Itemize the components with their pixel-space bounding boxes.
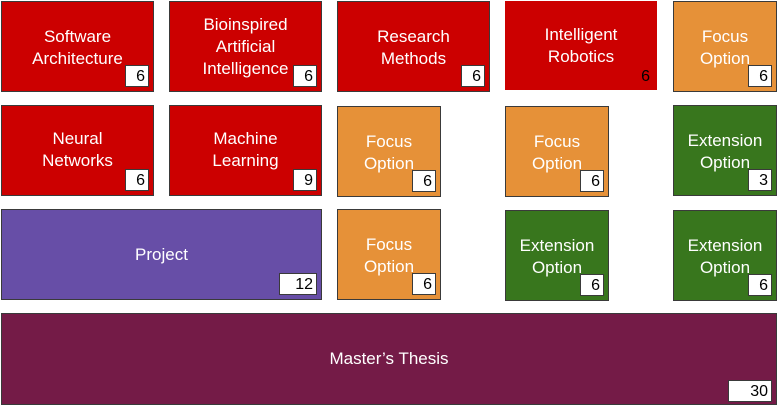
module-credits: 6 <box>580 170 604 192</box>
module-credits: 6 <box>412 273 436 295</box>
module-credits: 6 <box>412 170 436 192</box>
module-credits: 3 <box>748 169 772 191</box>
module-title: Extension Option <box>687 236 763 277</box>
module-intelligent-robotics: Intelligent Robotics 6 <box>505 1 657 90</box>
module-credits: 6 <box>580 274 604 296</box>
module-focus-option: Focus Option 6 <box>505 106 609 197</box>
module-credits: 9 <box>293 169 317 191</box>
module-masters-thesis: Master’s Thesis 30 <box>1 313 777 405</box>
module-credits: 6 <box>125 169 149 191</box>
module-machine-learning: Machine Learning 9 <box>169 105 322 196</box>
module-credits: 6 <box>461 65 485 87</box>
module-research-methods: Research Methods 6 <box>337 1 490 92</box>
module-title: Machine Learning <box>212 129 279 170</box>
module-title: Focus Option <box>363 235 415 276</box>
module-title: Bioinspired Artificial Intelligence <box>202 15 289 78</box>
module-credits: 6 <box>748 65 772 87</box>
module-focus-option: Focus Option 6 <box>337 209 441 300</box>
module-title: Master’s Thesis <box>329 349 449 368</box>
module-credits: 6 <box>125 65 149 87</box>
module-title: Focus Option <box>363 132 415 173</box>
module-title: Research Methods <box>377 27 450 68</box>
module-title: Intelligent Robotics <box>544 25 618 66</box>
module-title: Project <box>135 245 188 264</box>
module-focus-option: Focus Option 6 <box>337 106 441 197</box>
module-credits: 6 <box>641 68 650 85</box>
module-title: Software Architecture <box>32 27 123 68</box>
module-focus-option: Focus Option 6 <box>673 1 777 92</box>
module-neural-networks: Neural Networks 6 <box>1 105 154 196</box>
module-credits: 6 <box>748 274 772 296</box>
module-extension-option: Extension Option 6 <box>673 210 777 301</box>
module-credits: 30 <box>728 380 772 402</box>
module-software-architecture: Software Architecture 6 <box>1 1 154 92</box>
module-title: Focus Option <box>531 132 583 173</box>
module-extension-option: Extension Option 3 <box>673 105 777 196</box>
module-title: Extension Option <box>687 131 763 172</box>
module-bioinspired-ai: Bioinspired Artificial Intelligence 6 <box>169 1 322 92</box>
module-title: Neural Networks <box>42 129 113 170</box>
module-project: Project 12 <box>1 209 322 300</box>
module-credits: 12 <box>279 273 317 295</box>
module-credits: 6 <box>293 65 317 87</box>
module-title: Extension Option <box>519 236 595 277</box>
module-extension-option: Extension Option 6 <box>505 210 609 301</box>
module-title: Focus Option <box>699 27 751 68</box>
